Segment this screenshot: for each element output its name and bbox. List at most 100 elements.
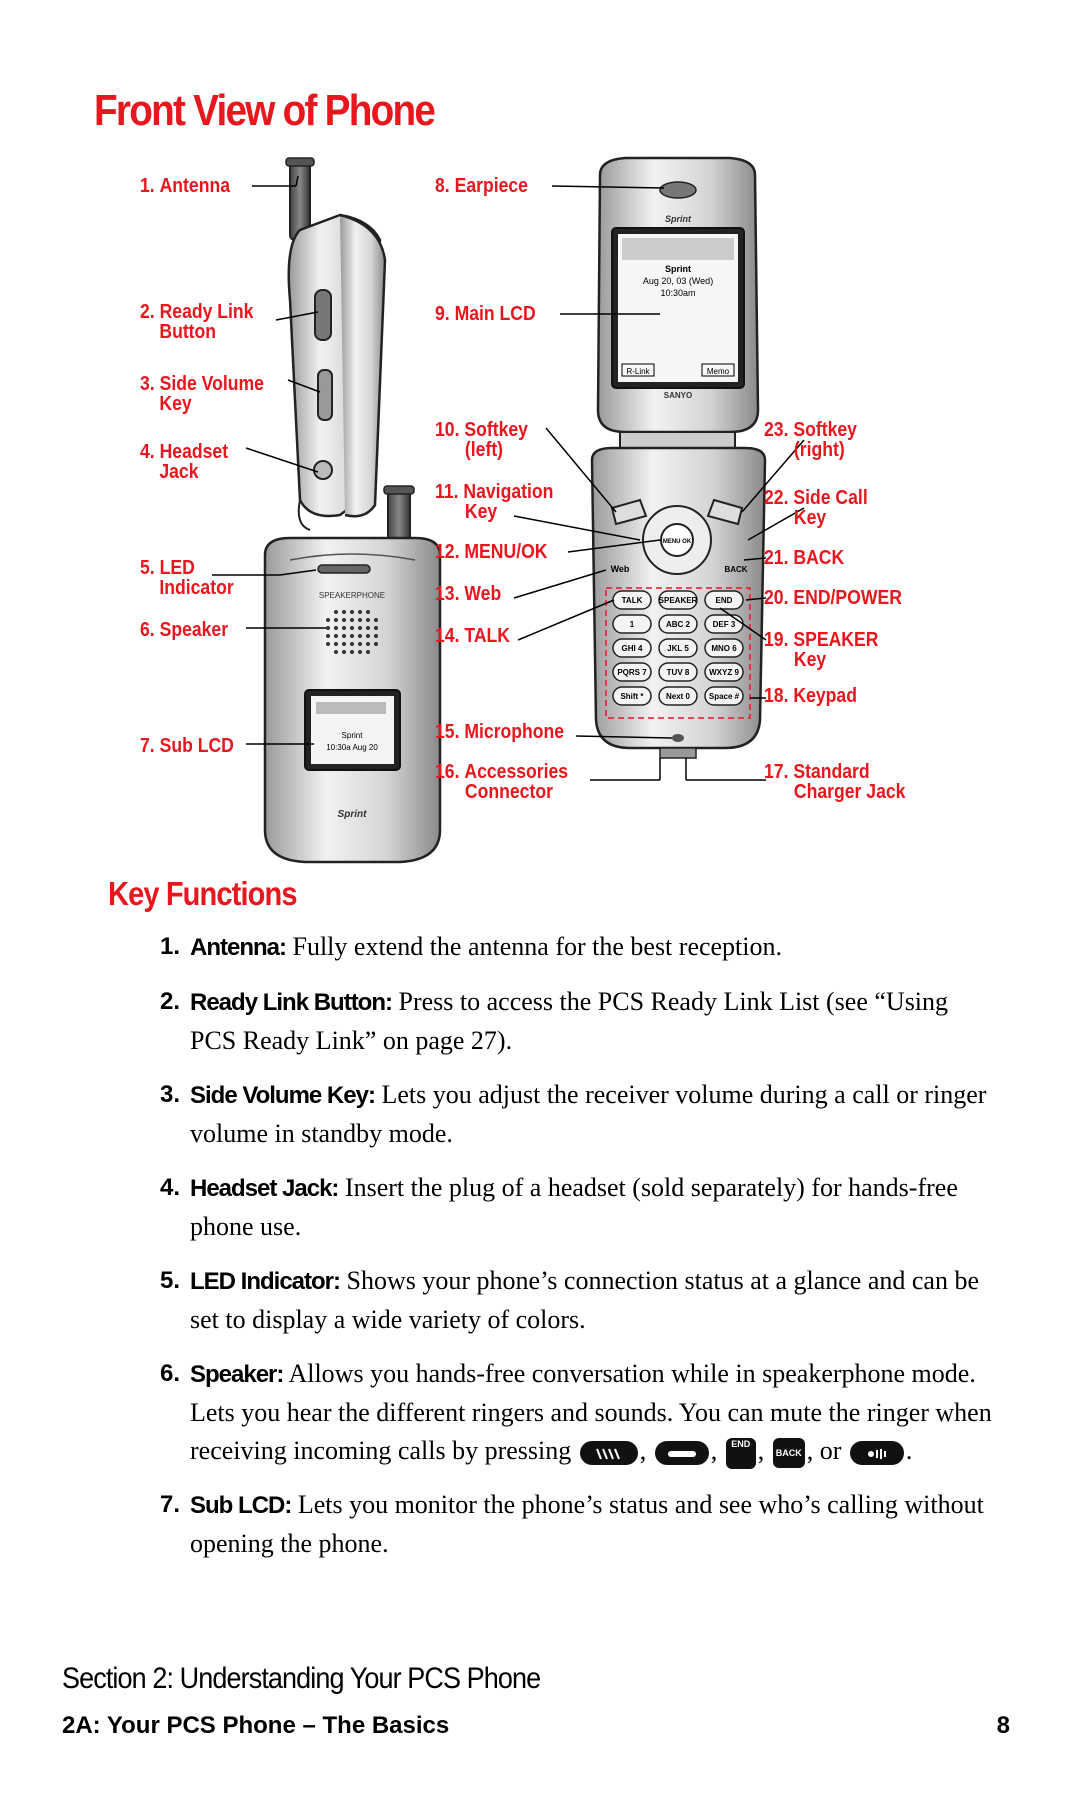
label-earpiece: 8. Earpiece — [435, 175, 528, 197]
label-menu-ok: 12. MENU/OK — [435, 541, 548, 563]
keypad-key-label: PQRS 7 — [617, 668, 647, 677]
label-antenna: 1. Antenna — [140, 175, 230, 197]
microphone — [672, 734, 684, 742]
svg-text:Sprint: Sprint — [342, 731, 364, 740]
keypad-key-label: 1 — [630, 620, 635, 629]
svg-text:MENU OK: MENU OK — [663, 539, 692, 545]
label-web: 13. Web — [435, 583, 502, 605]
keypad-key-label: GHI 4 — [622, 644, 643, 653]
svg-text:10:30a Aug 20: 10:30a Aug 20 — [326, 743, 378, 752]
keypad-key — [704, 590, 744, 610]
keypad-key — [704, 686, 744, 706]
label-talk: 14. TALK — [435, 625, 510, 647]
speaker-grille — [326, 610, 378, 654]
side-call-key-icon — [849, 1441, 904, 1466]
list-item: 7.Sub LCD: Lets you monitor the phone’s … — [160, 1490, 984, 1558]
svg-text:SANYO: SANYO — [664, 391, 692, 400]
label-end-power: 20. END/POWER — [764, 587, 902, 609]
earpiece — [659, 181, 697, 199]
label-softkey-right: 23. Softkey(right) — [764, 419, 857, 461]
volume-down-icon — [579, 1441, 638, 1466]
keypad-key-label: END — [716, 596, 733, 605]
softkey-left — [610, 498, 648, 526]
keypad-key — [658, 614, 698, 634]
page-number: 8 — [996, 1712, 1010, 1739]
keypad-key — [658, 662, 698, 682]
keypad-key-label: MNO 6 — [711, 644, 737, 653]
keypad-key-label: ABC 2 — [666, 620, 691, 629]
keypad-key-label: Next 0 — [666, 692, 691, 701]
list-item: 4.Headset Jack: Insert the plug of a hea… — [160, 1173, 958, 1241]
keypad-key — [658, 686, 698, 706]
keypad-key — [612, 638, 652, 658]
keypad-key — [612, 686, 652, 706]
open-phone: Sprint Sprint Aug 20, 03 (Wed) 10:30am R… — [590, 156, 767, 759]
keypad-key-label: JKL 5 — [667, 644, 689, 653]
footer-section-title: Section 2: Understanding Your PCS Phone — [62, 1662, 541, 1695]
side-key-icon — [654, 1441, 709, 1466]
softkey-right — [706, 498, 744, 526]
list-item: 5.LED Indicator: Shows your phone’s conn… — [160, 1266, 980, 1334]
keypad-key — [612, 662, 652, 682]
side-volume-key-side — [317, 369, 333, 421]
keypad-key-label: SPEAKER — [659, 596, 698, 605]
keypad-key-label: Space # — [709, 692, 740, 701]
key-functions-list: 1.Antenna: Fully extend the antenna for … — [160, 928, 1000, 1579]
speakerphone-label: SPEAKERPHONE — [319, 591, 385, 600]
phone-diagram: SPEAKERPHONE Sprint 10:30a Aug 20 Sprint… — [212, 156, 805, 864]
leader-lines — [212, 175, 805, 781]
list-item: 6.Speaker: Allows you hands-free convers… — [160, 1355, 1000, 1470]
accessories-connector — [659, 747, 697, 759]
menu-ok-key — [660, 523, 694, 557]
list-item: 3.Side Volume Key: Lets you adjust the r… — [160, 1080, 987, 1148]
svg-text:Web: Web — [611, 564, 630, 574]
page-title: Front View of Phone — [94, 86, 436, 135]
keypad: TALK SPEAKER END 1 ABC 2 DEF 3 GHI 4 JKL 5 MNO 6… — [612, 590, 744, 706]
svg-text:Sprint: Sprint — [665, 264, 691, 274]
svg-text:Aug 20, 03 (Wed): Aug 20, 03 (Wed) — [643, 276, 713, 286]
closed-phone: SPEAKERPHONE Sprint 10:30a Aug 20 Sprint — [263, 485, 442, 864]
svg-text:BACK: BACK — [724, 565, 747, 574]
keypad-key-label: TALK — [622, 596, 643, 605]
svg-text:Sprint: Sprint — [665, 214, 692, 224]
label-back: 21. BACK — [764, 547, 845, 569]
back-key-icon: BACK — [772, 1438, 805, 1469]
keypad-key-label: DEF 3 — [713, 620, 736, 629]
footer-chapter-title: 2A: Your PCS Phone – The Basics — [62, 1712, 450, 1739]
ready-link-button-side — [314, 289, 332, 341]
label-keypad: 18. Keypad — [764, 685, 857, 707]
svg-text:Memo: Memo — [707, 367, 730, 376]
keypad-key — [658, 638, 698, 658]
keypad-key — [658, 590, 698, 610]
end-key-icon: END — [725, 1437, 756, 1469]
label-sub-lcd: 7. Sub LCD — [140, 735, 234, 757]
led-indicator — [317, 564, 371, 574]
headset-jack-side — [313, 460, 333, 480]
list-item: 2.Ready Link Button: Press to access the… — [160, 987, 949, 1055]
label-microphone: 15. Microphone — [435, 721, 565, 743]
label-softkey-left: 10. Softkey(left) — [435, 419, 528, 461]
keypad-key — [704, 662, 744, 682]
side-view-phone — [285, 157, 387, 531]
svg-text:Sprint: Sprint — [338, 809, 368, 820]
keypad-key-label: Shift * — [620, 692, 644, 701]
label-speaker: 6. Speaker — [140, 619, 229, 641]
keypad-key-label: WXYZ 9 — [709, 668, 739, 677]
keypad-key — [704, 638, 744, 658]
label-main-lcd: 9. Main LCD — [435, 303, 536, 325]
list-item: 1.Antenna: Fully extend the antenna for … — [160, 932, 783, 961]
keypad-key — [612, 614, 652, 634]
svg-text:R-Link: R-Link — [626, 367, 650, 376]
keypad-key-label: TUV 8 — [667, 668, 690, 677]
section-heading: Key Functions — [108, 875, 298, 912]
svg-text:10:30am: 10:30am — [660, 288, 695, 298]
